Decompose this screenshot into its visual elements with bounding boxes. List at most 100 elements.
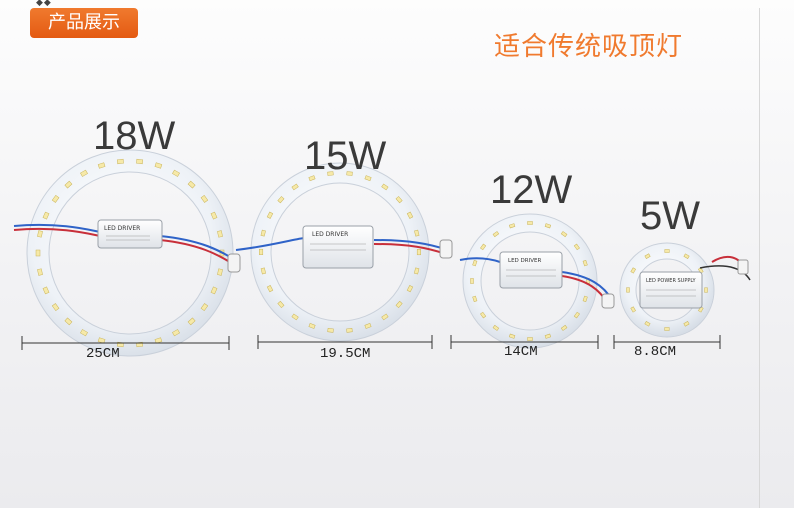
led-chip <box>406 285 414 293</box>
led-chip <box>97 337 106 344</box>
led-chip <box>544 333 552 339</box>
led-chip <box>582 295 588 303</box>
led-chip <box>80 329 88 337</box>
led-chip <box>480 243 487 251</box>
led-chip <box>472 295 478 303</box>
led-chip <box>35 249 41 257</box>
driver-label-5w: LED POWER SUPPLY <box>646 278 696 284</box>
led-chip <box>277 196 285 204</box>
led-chip <box>626 287 630 293</box>
led-chips-5w <box>626 249 708 331</box>
led-chip <box>308 175 316 182</box>
led-chip <box>560 231 568 238</box>
frame-border <box>759 8 760 508</box>
led-chip <box>573 311 580 319</box>
led-chip <box>291 183 299 191</box>
led-chip <box>698 306 704 313</box>
led-chip <box>266 285 274 293</box>
led-chips-18w <box>35 158 225 348</box>
led-ring-18w: LED DRIVER <box>13 149 241 357</box>
led-chip <box>266 211 274 219</box>
led-chip <box>573 243 580 251</box>
led-chip <box>154 162 163 169</box>
dimension-lines <box>21 335 721 350</box>
led-chip <box>210 211 218 220</box>
led-chip <box>582 259 588 267</box>
led-chip <box>381 313 389 321</box>
led-chip <box>381 183 389 191</box>
led-chip <box>64 317 73 326</box>
led-chip <box>527 337 533 341</box>
led-ring-5w: LED POWER SUPPLY <box>619 242 751 338</box>
led-chip <box>51 194 60 203</box>
led-chip <box>291 313 299 321</box>
led-chip <box>200 303 209 312</box>
led-chip <box>644 253 651 259</box>
led-chip <box>414 229 420 237</box>
led-chip <box>346 171 353 176</box>
size-label-15w: 19.5CM <box>320 346 371 362</box>
led-chip <box>395 196 403 204</box>
led-ring-15w: LED DRIVER <box>235 162 453 342</box>
size-label-18w: 25CM <box>86 346 120 362</box>
led-chip <box>116 158 124 165</box>
led-chip <box>200 194 209 203</box>
led-chip <box>80 169 88 177</box>
led-chip <box>136 158 144 165</box>
led-chip <box>172 329 180 337</box>
led-chip <box>560 324 568 331</box>
led-chip <box>217 268 223 276</box>
led-chip <box>683 321 690 327</box>
led-chip <box>260 229 266 237</box>
led-chip <box>260 267 267 275</box>
power-label-15w: 15W <box>304 134 387 178</box>
led-chip <box>51 303 60 312</box>
power-label-18w: 18W <box>93 114 176 158</box>
led-chip <box>472 259 478 267</box>
power-label-12w: 12W <box>490 168 573 212</box>
led-chip <box>187 317 196 326</box>
led-chip <box>364 323 372 329</box>
driver-label-12w: LED DRIVER <box>508 258 541 264</box>
led-chip <box>327 328 334 333</box>
size-label-12w: 14CM <box>504 344 538 360</box>
led-chip <box>395 300 403 309</box>
led-chip <box>327 171 334 176</box>
power-label-5w: 5W <box>640 194 700 238</box>
led-chip <box>508 223 516 229</box>
led-chip <box>544 223 552 229</box>
led-chip <box>644 321 651 327</box>
led-chip <box>683 253 690 259</box>
headline: 适合传统吸顶灯 <box>494 32 684 62</box>
driver-label-18w: LED DRIVER <box>104 225 140 232</box>
led-ring-12w: LED DRIVER <box>459 213 615 349</box>
led-chip <box>97 162 106 169</box>
led-chip <box>704 287 708 293</box>
led-chip <box>413 267 420 275</box>
led-chip <box>259 248 264 255</box>
led-chip <box>42 211 50 220</box>
led-chip <box>630 267 636 274</box>
led-chip <box>406 211 414 219</box>
led-chip <box>64 180 73 189</box>
led-chips-15w <box>259 171 421 333</box>
led-chip <box>364 175 372 182</box>
led-chip <box>37 230 43 238</box>
led-chip <box>217 230 223 238</box>
led-chip <box>470 278 474 284</box>
led-chip <box>187 180 196 189</box>
led-chip <box>630 306 636 313</box>
led-chip <box>664 249 670 253</box>
led-chip <box>664 327 670 331</box>
led-chip <box>346 328 353 333</box>
led-chips-12w <box>470 221 590 341</box>
led-chip <box>172 169 180 177</box>
led-chip <box>527 221 533 225</box>
led-chip <box>698 267 704 274</box>
led-chip <box>508 333 516 339</box>
led-chip <box>37 268 43 276</box>
led-chip <box>492 231 500 238</box>
corner-mark: ◆◆ <box>36 0 52 8</box>
led-chip <box>416 249 421 256</box>
